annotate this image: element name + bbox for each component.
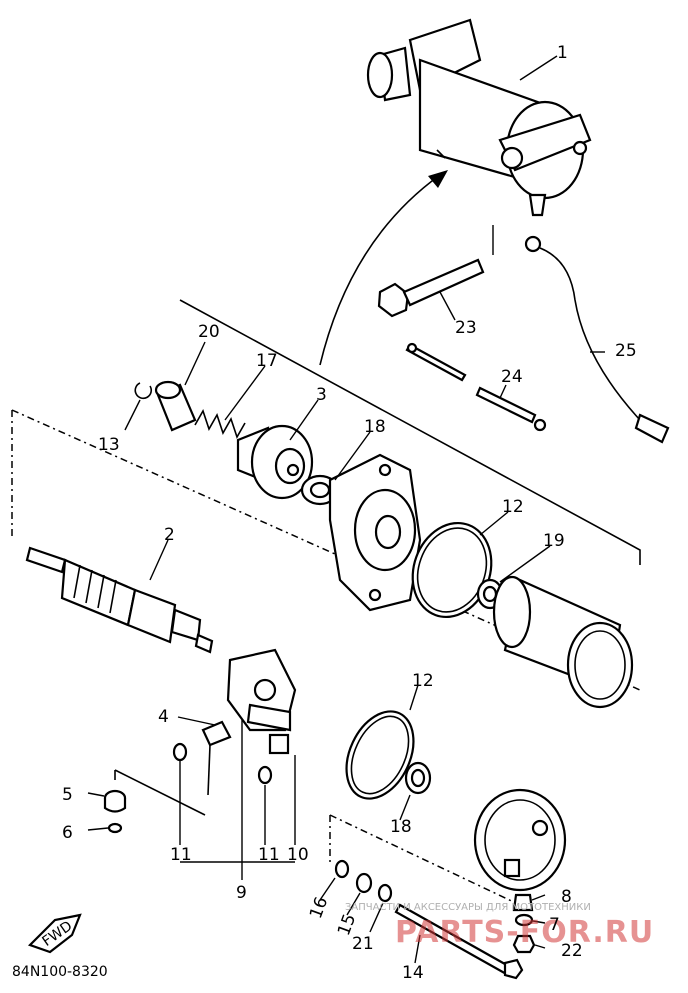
washer-15: [355, 872, 373, 894]
o-ring-lower-inner: [350, 715, 410, 795]
armature: [25, 546, 214, 654]
washer-left: [172, 742, 188, 762]
drawing-code: 84N100-8320: [12, 964, 108, 980]
small-washer: [107, 822, 123, 834]
assembly-arrow-head: [428, 170, 448, 188]
starter-motor-assembly: [366, 18, 592, 217]
washer-21: [377, 883, 393, 903]
washer-lower: [404, 761, 432, 795]
label-13: 13: [98, 435, 120, 455]
nut: [103, 789, 127, 813]
label-7: 7: [549, 915, 560, 935]
label-22: 22: [561, 941, 583, 961]
label-16: 16: [306, 894, 332, 921]
front-cover: [328, 453, 422, 612]
label-25: 25: [615, 341, 637, 361]
label-12a: 12: [502, 497, 524, 517]
spring: [194, 409, 246, 439]
label-2: 2: [164, 525, 175, 545]
label-8: 8: [561, 887, 572, 907]
brush-bracket-line: [114, 769, 206, 816]
washer-7: [514, 913, 534, 927]
circlip: [134, 382, 153, 400]
label-18b: 18: [390, 817, 412, 837]
washer-16: [334, 859, 350, 879]
label-11b: 11: [258, 845, 280, 865]
watermark-brand: PARTS-FOR.RU: [395, 915, 654, 950]
label-23: 23: [455, 318, 477, 338]
leader-lines: [87, 55, 605, 964]
label-18a: 18: [364, 417, 386, 437]
label-5: 5: [62, 785, 73, 805]
assembly-arrow: [319, 174, 441, 366]
yoke-housing: [492, 575, 634, 709]
label-3: 3: [316, 385, 327, 405]
through-bolt: [394, 903, 524, 980]
lead-wire: [524, 235, 670, 444]
watermark-tagline: ЗАПЧАСТИ И АКСЕССУАРЫ ДЛЯ МОТОТЕХНИКИ: [345, 902, 591, 913]
collar: [154, 380, 197, 432]
brush-plate: [201, 648, 297, 796]
nut-22: [512, 934, 536, 954]
upper-bracket-line: [179, 299, 641, 565]
washer-right: [257, 765, 273, 785]
label-20: 20: [198, 322, 220, 342]
fwd-arrow-icon: [27, 913, 82, 954]
lower-bracket-line: [329, 814, 521, 906]
rear-cover: [473, 788, 567, 892]
label-6: 6: [62, 823, 73, 843]
label-11a: 11: [170, 845, 192, 865]
wire-strap: [405, 342, 547, 432]
o-ring-lower: [345, 710, 415, 800]
label-21: 21: [352, 934, 374, 954]
label-17: 17: [256, 351, 278, 371]
label-1: 1: [557, 43, 568, 63]
label-19: 19: [543, 531, 565, 551]
label-24: 24: [501, 367, 523, 387]
label-4: 4: [158, 707, 169, 727]
long-bolt: [377, 258, 485, 318]
label-9: 9: [236, 883, 247, 903]
label-14: 14: [402, 963, 424, 983]
label-12b: 12: [412, 671, 434, 691]
label-10: 10: [287, 845, 309, 865]
clutch-pinion: [236, 424, 314, 500]
terminal-nut-8: [512, 893, 534, 912]
